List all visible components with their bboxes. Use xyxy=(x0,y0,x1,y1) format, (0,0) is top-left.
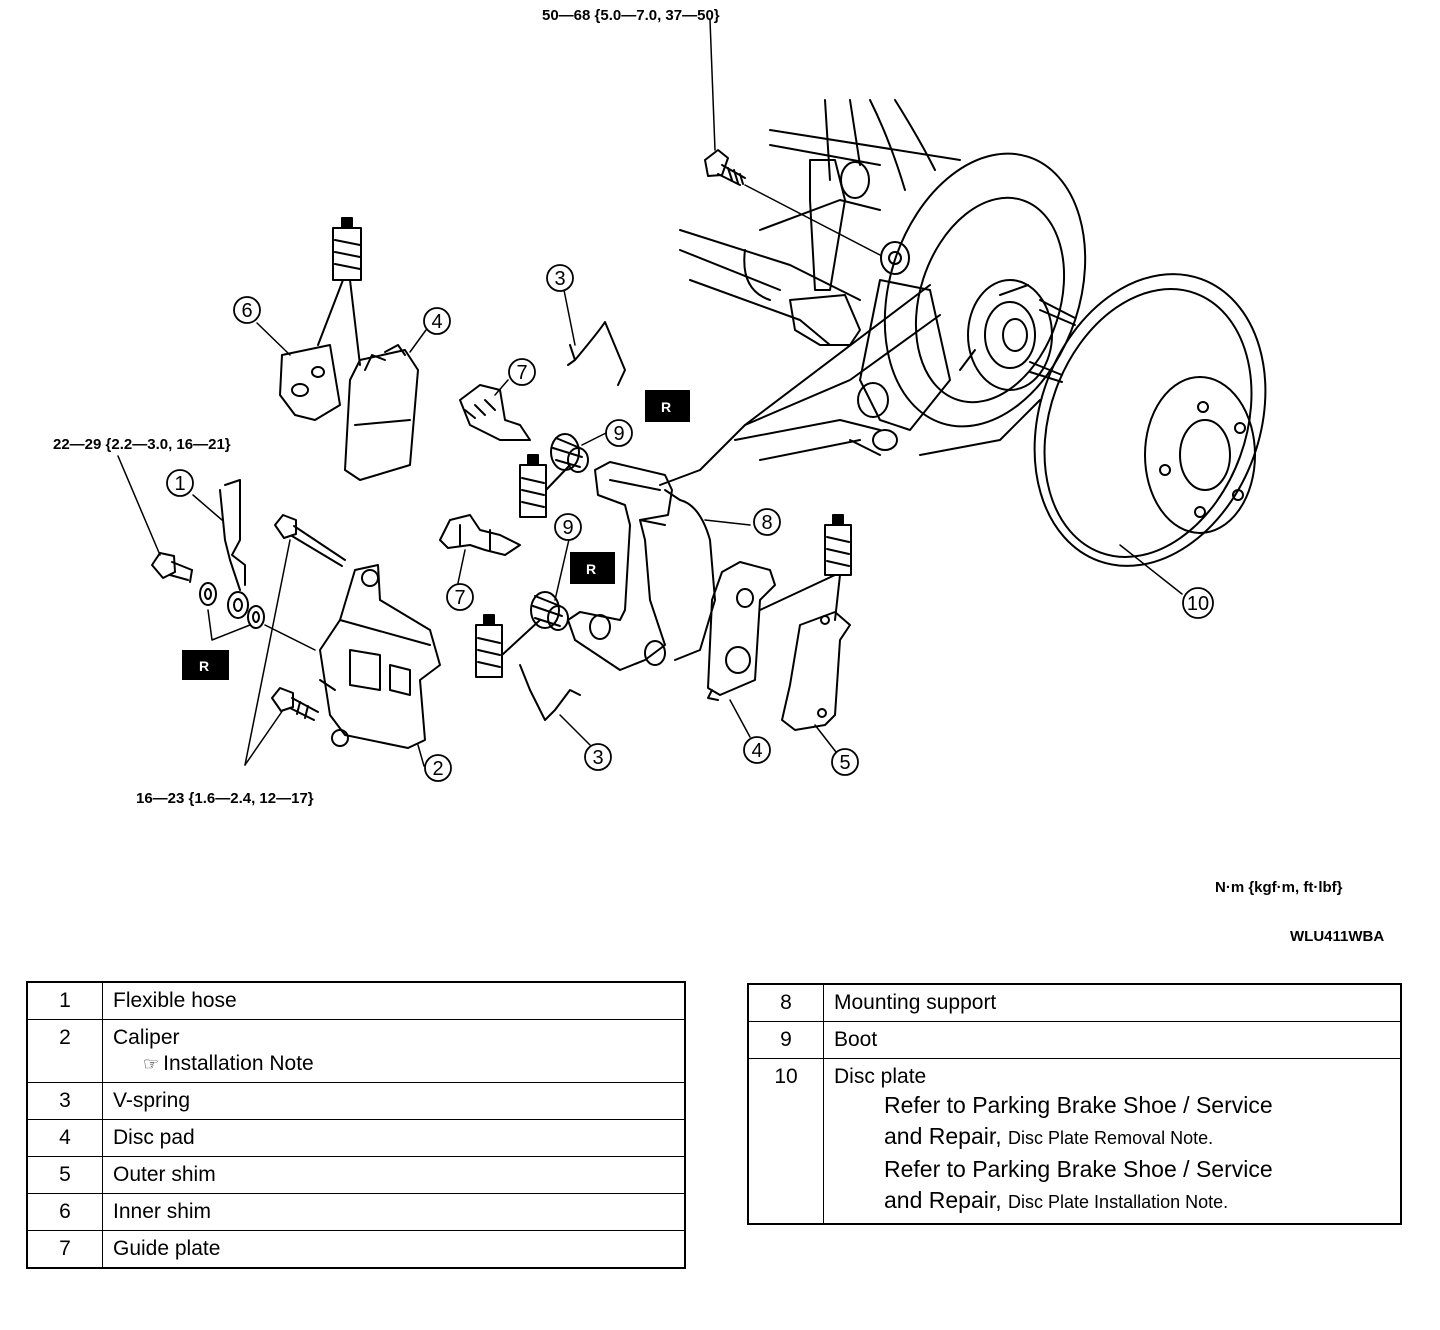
boot-lower xyxy=(530,591,569,631)
svg-text:R: R xyxy=(661,399,671,415)
grease-tube-3 xyxy=(475,614,541,678)
table-row: 9 Boot xyxy=(747,1021,1402,1059)
grease-tube-1 xyxy=(317,217,362,366)
units-label: N·m {kgf·m, ft·lbf} xyxy=(1215,879,1343,896)
figure-code: WLU411WBA xyxy=(1290,928,1384,945)
grease-tube-2 xyxy=(519,454,571,518)
part-name: Disc plate xyxy=(834,1065,927,1088)
callout-9-lower: 9 xyxy=(562,517,573,539)
callout-1: 1 xyxy=(174,473,185,495)
pointing-hand-icon: ☞ xyxy=(143,1054,160,1074)
guide-plate-upper xyxy=(459,384,531,441)
svg-text:R: R xyxy=(586,561,596,577)
callout-7-upper: 7 xyxy=(516,362,527,384)
replace-marker-1: R xyxy=(645,390,690,422)
washer-1 xyxy=(199,582,217,606)
table-row: 5 Outer shim xyxy=(26,1156,686,1194)
caliper-bolt-upper xyxy=(274,514,346,567)
caliper-body xyxy=(319,564,441,749)
brake-exploded-diagram: 50—68 {5.0—7.0, 37—50} 22—29 {2.2—3.0, 1… xyxy=(53,7,1384,945)
disc-pad-outer xyxy=(707,561,776,701)
washer-2 xyxy=(247,605,265,629)
disc-plate xyxy=(1033,273,1267,567)
callout-4-lower: 4 xyxy=(751,740,762,762)
callout-3-upper: 3 xyxy=(554,268,565,290)
boot-upper xyxy=(550,433,589,473)
torque-label-hose: 22—29 {2.2—3.0, 16—21} xyxy=(53,436,231,453)
outer-shim xyxy=(781,611,851,731)
table-row: 10 Disc plate Refer to Parking Brake Sho… xyxy=(747,1058,1402,1225)
callout-4-upper: 4 xyxy=(431,311,442,333)
inner-shim xyxy=(279,344,341,421)
table-row: 8 Mounting support xyxy=(747,983,1402,1022)
callout-2: 2 xyxy=(432,758,443,780)
callout-5: 5 xyxy=(839,752,850,774)
installation-note-link[interactable]: Disc Plate Installation Note. xyxy=(1008,1192,1229,1212)
v-spring-lower xyxy=(519,664,581,721)
caliper-bolt-lower xyxy=(271,687,319,721)
table-row: 3 V-spring xyxy=(26,1082,686,1120)
installation-ref-line1: Refer to Parking Brake Shoe / Service xyxy=(884,1156,1273,1182)
disc-pad-inner xyxy=(344,344,419,481)
v-spring-upper xyxy=(567,321,626,386)
torque-label-caliper: 16—23 {1.6—2.4, 12—17} xyxy=(136,790,314,807)
removal-ref-line1: Refer to Parking Brake Shoe / Service xyxy=(884,1092,1273,1118)
replace-marker-3: R xyxy=(182,650,229,680)
table-row: 6 Inner shim xyxy=(26,1193,686,1231)
replace-marker-2: R xyxy=(570,552,615,584)
leader-lines xyxy=(117,19,1183,767)
hub-assembly xyxy=(883,152,1087,428)
table-row: 2 Caliper ☞Installation Note xyxy=(26,1019,686,1083)
callout-3-lower: 3 xyxy=(592,747,603,769)
knuckle-assembly xyxy=(679,99,1041,461)
table-row: 1 Flexible hose xyxy=(26,981,686,1020)
flexible-hose xyxy=(219,479,249,619)
installation-note-link[interactable]: Installation Note xyxy=(163,1052,314,1075)
part-name: Caliper xyxy=(113,1026,180,1049)
table-row: 4 Disc pad xyxy=(26,1119,686,1157)
callout-10: 10 xyxy=(1187,593,1209,615)
callout-6: 6 xyxy=(241,300,252,322)
removal-note-link[interactable]: Disc Plate Removal Note. xyxy=(1008,1128,1214,1148)
svg-text:R: R xyxy=(199,658,209,674)
table-row: 7 Guide plate xyxy=(26,1230,686,1269)
guide-plate-lower xyxy=(439,514,521,556)
callout-9-upper: 9 xyxy=(613,423,624,445)
parts-table-left: 1 Flexible hose 2 Caliper ☞Installation … xyxy=(26,981,686,1269)
hose-bolt xyxy=(151,552,193,583)
callout-8: 8 xyxy=(761,512,772,534)
mounting-bolt-top xyxy=(704,149,746,186)
callout-7-lower: 7 xyxy=(454,587,465,609)
torque-label-top: 50—68 {5.0—7.0, 37—50} xyxy=(542,7,720,24)
mounting-support xyxy=(567,284,941,671)
parts-table-right: 8 Mounting support 9 Boot 10 Disc plate … xyxy=(747,983,1402,1225)
